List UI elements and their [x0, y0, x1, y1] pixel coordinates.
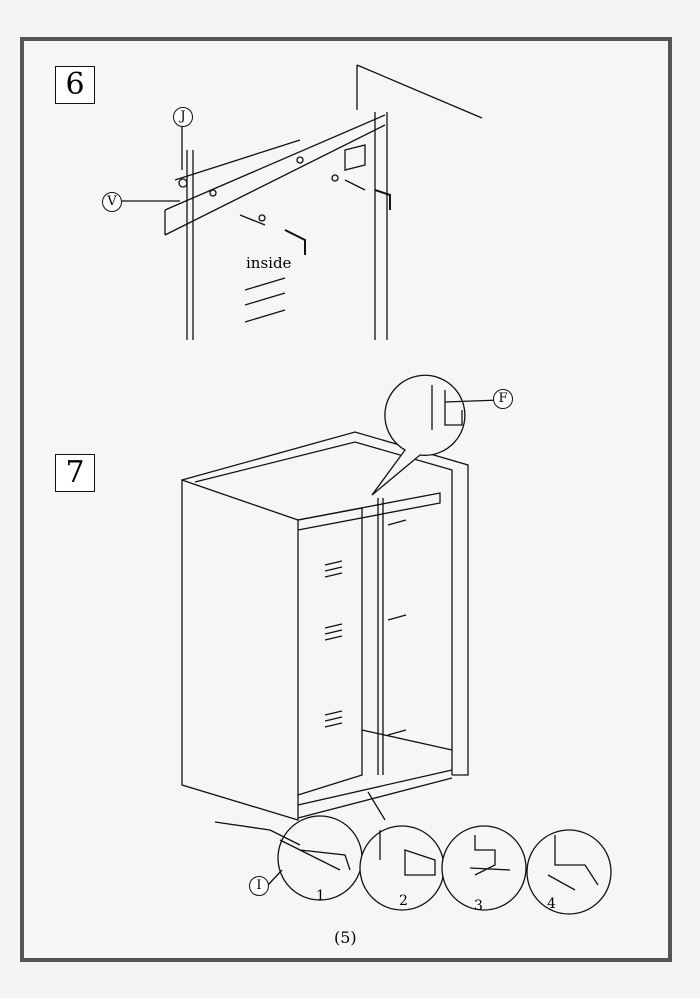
callout-v: V [102, 192, 122, 212]
callout-f: F [493, 389, 513, 409]
substep-1-label: 1 [316, 888, 325, 904]
step-7-number: 7 [55, 454, 95, 492]
step7-drawing [181, 374, 612, 915]
step-6-number: 6 [55, 66, 95, 104]
page-number: (5) [334, 928, 357, 947]
inside-label: inside [246, 254, 292, 272]
step6-drawing [122, 64, 483, 340]
callout-i: I [249, 876, 269, 896]
substep-3-label: 3 [474, 898, 483, 914]
callout-j: J [173, 107, 193, 127]
substep-2-label: 2 [399, 893, 408, 909]
substep-4-label: 4 [547, 896, 556, 912]
page-frame [20, 37, 672, 962]
